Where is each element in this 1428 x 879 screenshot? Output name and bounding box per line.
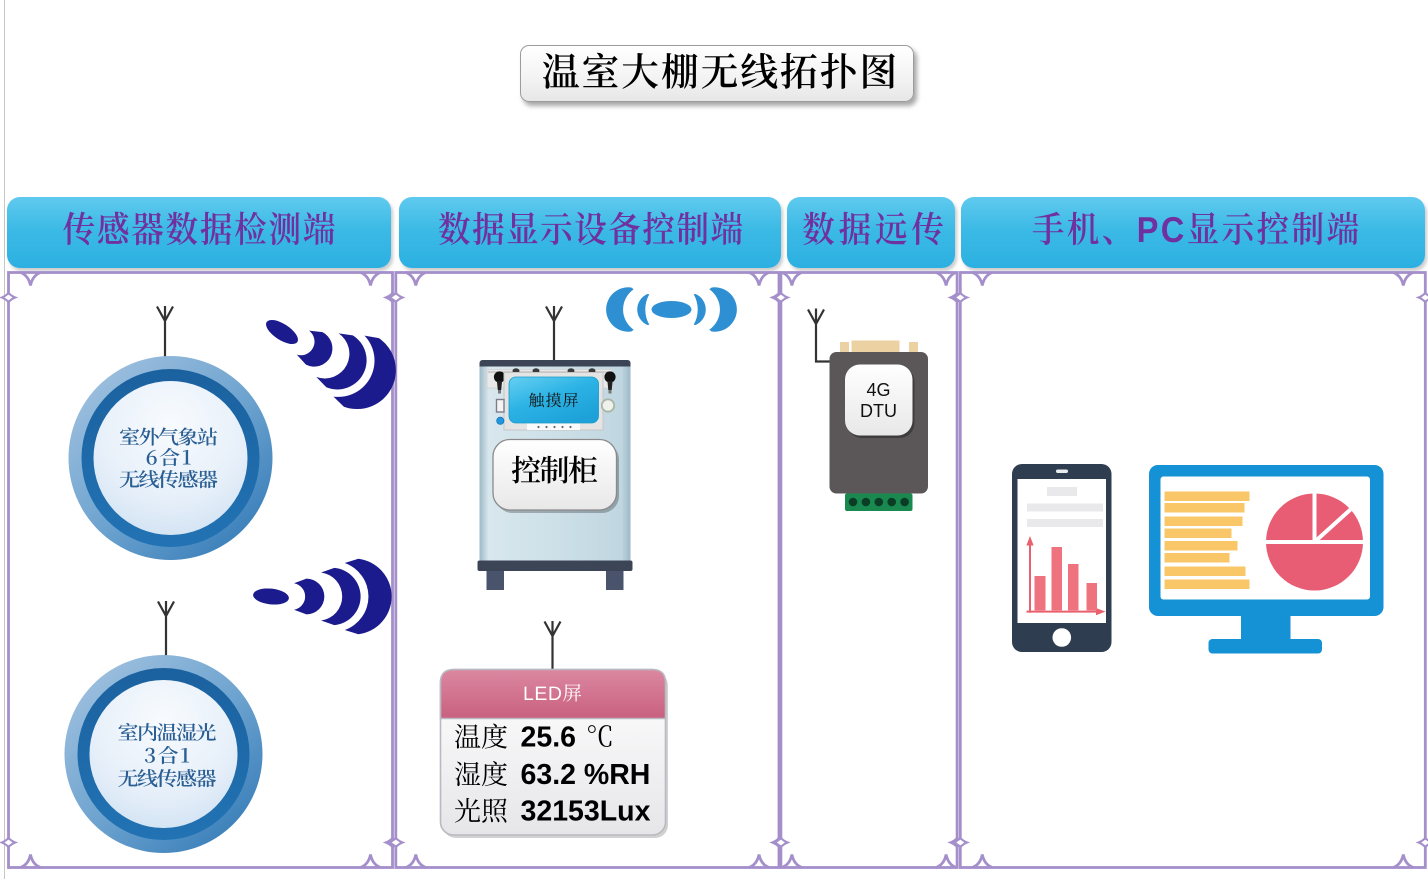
svg-text:25.6: 25.6: [521, 722, 576, 754]
svg-text:32153Lux: 32153Lux: [521, 796, 651, 828]
svg-text:63.2 %RH: 63.2 %RH: [521, 759, 651, 791]
svg-text:4G: 4G: [866, 380, 890, 400]
svg-text:DTU: DTU: [860, 401, 897, 421]
